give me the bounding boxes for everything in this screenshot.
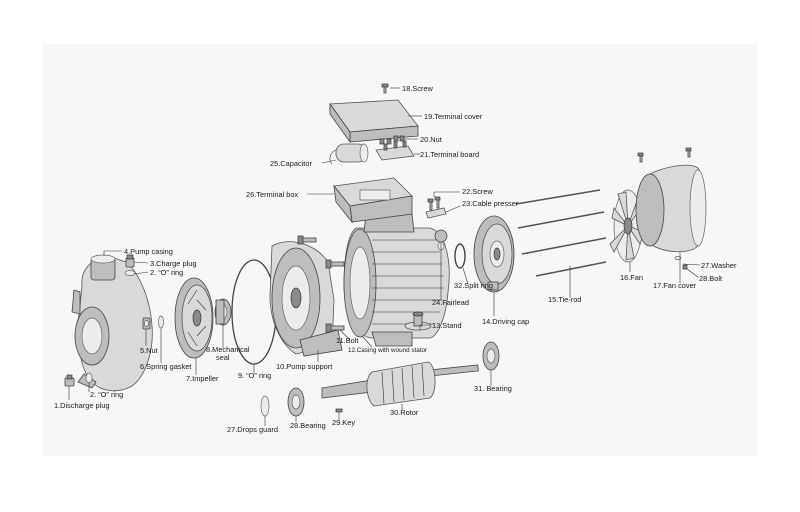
- label-washer: 27.Washer: [701, 261, 737, 270]
- o-ring-small-lower: [85, 372, 93, 384]
- label-terminal-cover: 19.Terminal cover: [424, 112, 483, 121]
- label-o-ring-large: 9. “O” ring: [238, 371, 271, 380]
- fan: [609, 189, 645, 263]
- spring-gasket: [158, 315, 164, 329]
- o-ring-small-upper: [124, 270, 136, 276]
- pump-support: [269, 241, 343, 357]
- label-mechanical-seal-2: seal: [216, 353, 230, 362]
- label-key: 29.Key: [332, 418, 355, 427]
- stand: [404, 311, 432, 331]
- terminal-board: [375, 140, 415, 161]
- label-o-ring-lower: 2. “O” ring: [90, 390, 123, 399]
- bearing-rear: [482, 341, 500, 371]
- label-discharge-plug: 1.Discharge plug: [54, 401, 109, 410]
- label-spring-gasket: 6.Spring gasket: [140, 362, 191, 371]
- label-terminal-board: 21.Terminal board: [420, 150, 479, 159]
- pump-casing: [71, 254, 153, 392]
- fan-cover: [635, 164, 707, 253]
- support-bolts: [297, 235, 345, 333]
- label-casing-stator: 12.Casing with wound stator: [348, 347, 427, 354]
- impeller: [174, 277, 214, 359]
- labels: 1.Discharge plug 2. “O” ring 3.Charge pl…: [54, 84, 737, 434]
- label-pump-support: 10.Pump support: [276, 362, 332, 371]
- capacitor: [329, 143, 369, 165]
- cable-screws: [427, 196, 441, 211]
- cable-presser: [425, 207, 447, 219]
- nut: [142, 317, 151, 330]
- label-mechanical-seal-1: 8.Mechanical: [206, 345, 250, 354]
- label-o-ring-upper: 2. “O” ring: [150, 268, 183, 277]
- label-nut-20: 20.Nut: [420, 135, 442, 144]
- label-charge-plug: 3.Charge plug: [150, 259, 196, 268]
- rotor: [321, 361, 479, 407]
- label-stand: 13.Stand: [432, 321, 462, 330]
- label-drops-guard: 27.Drops guard: [227, 425, 278, 434]
- key: [335, 408, 343, 413]
- discharge-plug: [64, 374, 75, 387]
- driving-cap: [473, 215, 515, 293]
- label-split-ring: 32.Split ring: [454, 281, 493, 290]
- drops-guard: [260, 395, 270, 417]
- label-bolt-28: 28.Bolt: [699, 274, 722, 283]
- label-bearing-28: 28.Bearing: [290, 421, 326, 430]
- label-bolt: 11.Bolt: [336, 336, 358, 345]
- split-ring: [454, 243, 466, 269]
- label-driving-cap: 14.Driving cap: [482, 317, 529, 326]
- label-nut: 5.Nut: [140, 346, 158, 355]
- fan-cover-bolts: [637, 147, 692, 270]
- terminal-screw: [381, 83, 389, 94]
- label-fan: 16.Fan: [620, 273, 643, 282]
- charge-plug: [125, 254, 135, 268]
- label-cable-presser: 23.Cable presser: [462, 199, 519, 208]
- mechanical-seal: [214, 298, 232, 326]
- label-capacitor: 25.Capacitor: [270, 159, 312, 168]
- bearing-front: [287, 387, 305, 417]
- label-terminal-box: 26.Terminal box: [246, 190, 298, 199]
- label-bearing-31: 31. Bearing: [474, 384, 512, 393]
- leader-lines: [68, 87, 701, 426]
- label-fairlead: 24.Fairlead: [432, 298, 469, 307]
- terminal-box: [333, 177, 413, 224]
- label-fan-cover: 17.Fan cover: [653, 281, 697, 290]
- label-pump-casing: 4.Pump casing: [124, 247, 173, 256]
- label-impeller: 7.Impeller: [186, 374, 219, 383]
- label-rotor: 30.Rotor: [390, 408, 419, 417]
- terminal-cover: [329, 99, 419, 144]
- label-screw-18: 18.Screw: [402, 84, 433, 93]
- label-tie-rod: 15.Tie-rod: [548, 295, 581, 304]
- tie-rods: [515, 189, 607, 277]
- label-screw-22: 22.Screw: [462, 187, 493, 196]
- motor-casing-stator: [343, 213, 450, 347]
- terminal-nuts: [379, 135, 405, 145]
